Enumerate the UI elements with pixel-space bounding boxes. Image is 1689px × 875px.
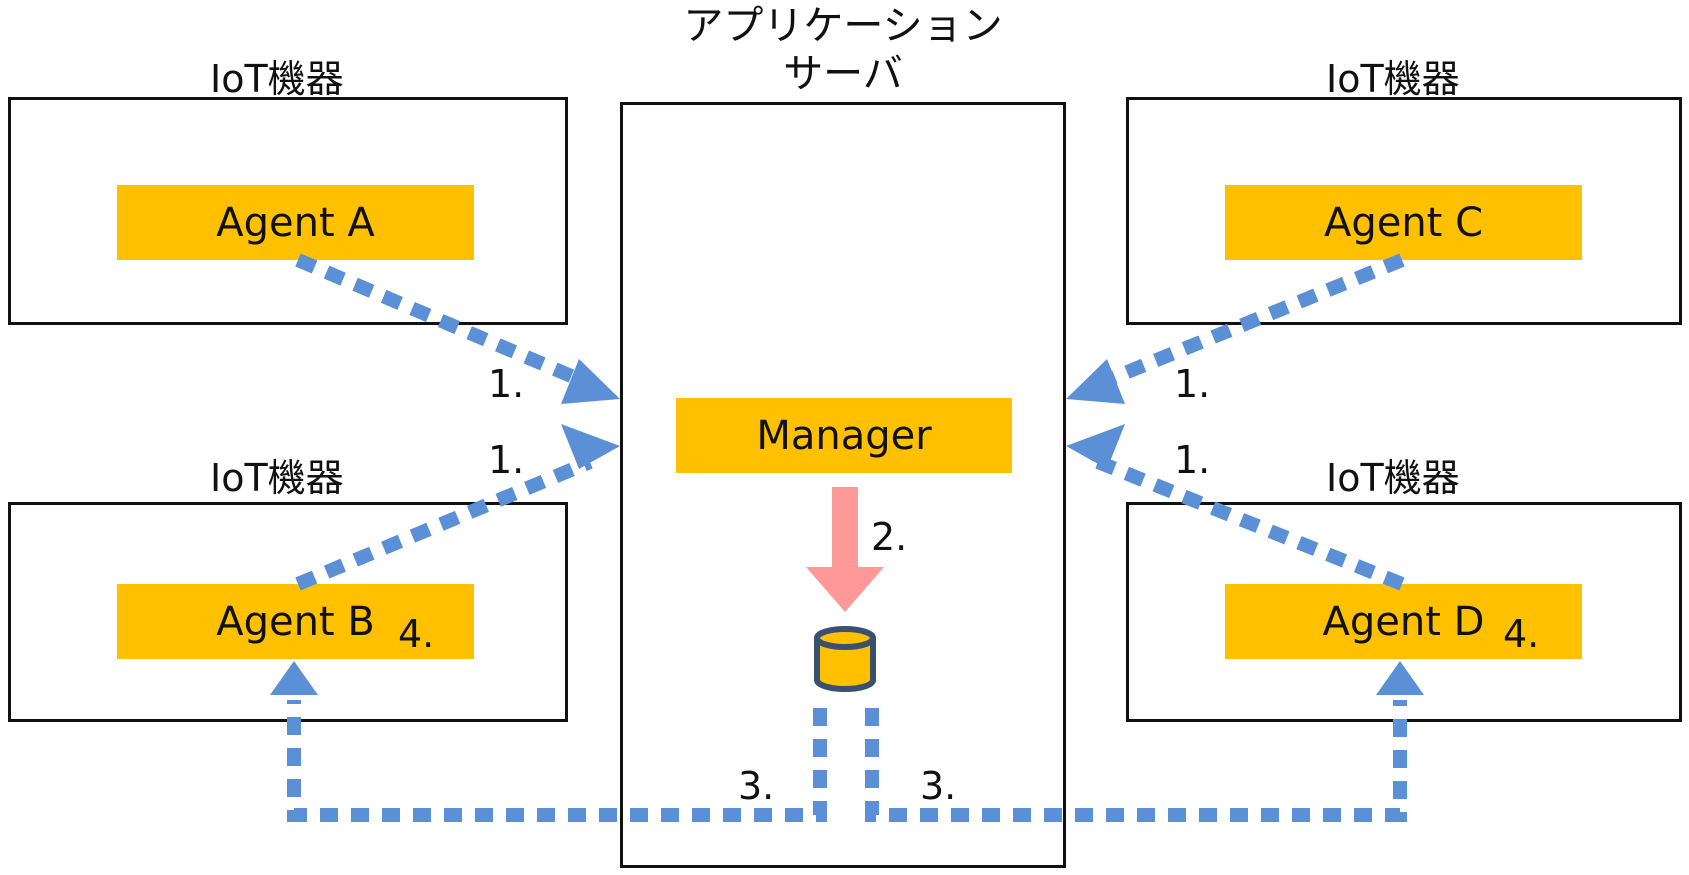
device-label-bottom-left: IoT機器 bbox=[210, 456, 344, 500]
agent-d-box: Agent D bbox=[1225, 584, 1582, 659]
step-label-agent-d: 4. bbox=[1503, 612, 1540, 656]
iot-device-box-top-left bbox=[8, 97, 568, 325]
arrow-manager-to-db-head bbox=[806, 567, 884, 612]
arrowhead-agent-d bbox=[1066, 424, 1125, 469]
arrow-agent-d-to-manager bbox=[1095, 455, 1405, 591]
database-icon bbox=[814, 626, 876, 692]
path-db-to-agent-d bbox=[865, 700, 1407, 822]
manager-box: Manager bbox=[676, 398, 1012, 473]
device-label-bottom-right: IoT機器 bbox=[1326, 456, 1460, 500]
arrow-manager-to-db-shaft bbox=[832, 487, 858, 569]
arrowhead-agent-d-up bbox=[1376, 661, 1424, 695]
arrowhead-agent-a bbox=[561, 359, 620, 404]
step-label-d: 1. bbox=[1174, 438, 1211, 482]
application-server-box bbox=[620, 102, 1066, 868]
arrowhead-agent-c bbox=[1066, 359, 1125, 404]
agent-c-box: Agent C bbox=[1225, 185, 1582, 260]
step-label-a: 1. bbox=[488, 362, 525, 406]
path-db-to-agent-b bbox=[287, 700, 827, 822]
step-label-c: 1. bbox=[1174, 362, 1211, 406]
step-label-b: 1. bbox=[488, 438, 525, 482]
arrow-agent-b-to-manager bbox=[295, 455, 593, 591]
server-title-line2: サーバ bbox=[783, 51, 903, 97]
step-label-manager-to-db: 2. bbox=[871, 515, 908, 559]
arrowhead-agent-b-up bbox=[270, 661, 318, 695]
arrow-agent-c-to-manager bbox=[1095, 253, 1405, 391]
arrow-agent-a-to-manager bbox=[295, 253, 593, 391]
device-label-top-left: IoT機器 bbox=[210, 57, 344, 101]
agent-a-box: Agent A bbox=[117, 185, 474, 260]
device-label-top-right: IoT機器 bbox=[1326, 57, 1460, 101]
agent-b-box: Agent B bbox=[117, 584, 474, 659]
step-label-db-to-b: 3. bbox=[738, 764, 775, 808]
step-label-db-to-d: 3. bbox=[920, 764, 957, 808]
arrowhead-agent-b bbox=[561, 424, 620, 469]
iot-device-box-top-right bbox=[1126, 97, 1682, 325]
step-label-agent-b: 4. bbox=[398, 612, 435, 656]
server-title-line1: アプリケーション bbox=[683, 3, 1003, 49]
